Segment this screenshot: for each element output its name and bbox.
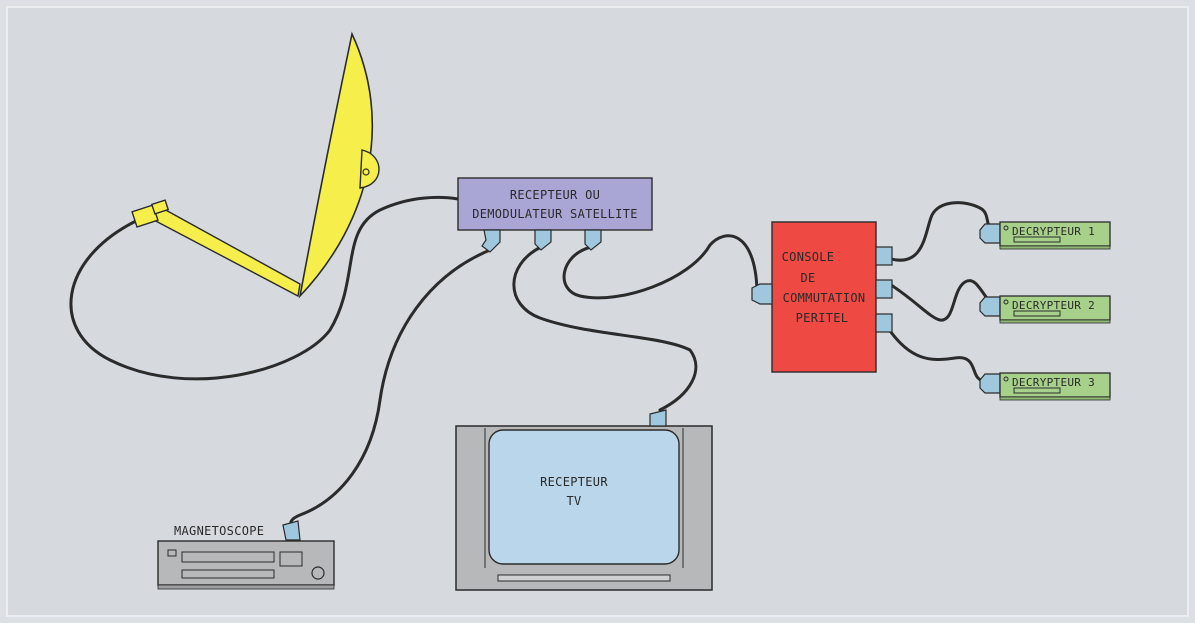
decoder-1: DECRYPTEUR 1 — [979, 221, 1111, 250]
scart-connector-icon — [534, 229, 552, 251]
console-label-line4: PERITEL — [796, 311, 849, 325]
scart-connector-icon — [875, 279, 893, 299]
cable-console-decoder-2 — [886, 279, 994, 322]
scart-connector-icon — [481, 229, 501, 253]
scart-connector-icon — [875, 246, 893, 266]
switching-console: CONSOLE DE COMMUTATION PERITEL — [751, 221, 893, 373]
scart-connector-icon — [649, 409, 667, 427]
decoder-label: DECRYPTEUR 3 — [1012, 376, 1095, 389]
decoder-2: DECRYPTEUR 2 — [979, 295, 1111, 324]
cable-console-decoder-1 — [886, 201, 994, 262]
scart-connector-icon — [282, 520, 301, 541]
receiver-label-line1: RECEPTEUR OU — [510, 188, 600, 202]
satellite-dish-icon — [131, 31, 380, 299]
decoder-label: DECRYPTEUR 1 — [1012, 225, 1095, 238]
tv-label-line2: TV — [566, 494, 581, 508]
scart-connector-icon — [979, 296, 1001, 317]
tv-label-line1: RECEPTEUR — [540, 475, 608, 489]
cable-receiver-console — [562, 234, 759, 300]
cable-dish-receiver — [69, 195, 460, 381]
scart-connector-icon — [979, 373, 1001, 394]
receiver-label-line2: DEMODULATEUR SATELLITE — [472, 207, 638, 221]
console-label-line2: DE — [800, 271, 815, 285]
tv-set: RECEPTEUR TV — [455, 409, 713, 591]
console-label-line1: CONSOLE — [782, 250, 835, 264]
scart-connector-icon — [875, 313, 893, 333]
cable-receiver-tv — [512, 245, 698, 412]
scart-connector-icon — [584, 229, 602, 251]
vcr: MAGNETOSCOPE — [157, 520, 335, 590]
console-label-line3: COMMUTATION — [783, 291, 866, 305]
scart-connector-icon — [751, 283, 773, 305]
cable-receiver-vcr — [289, 248, 492, 529]
cables — [69, 195, 994, 529]
vcr-label: MAGNETOSCOPE — [174, 524, 264, 538]
scart-connector-icon — [979, 223, 1001, 244]
satellite-receiver: RECEPTEUR OU DEMODULATEUR SATELLITE — [457, 177, 653, 253]
decoder-3: DECRYPTEUR 3 — [979, 372, 1111, 401]
decoder-label: DECRYPTEUR 2 — [1012, 299, 1095, 312]
